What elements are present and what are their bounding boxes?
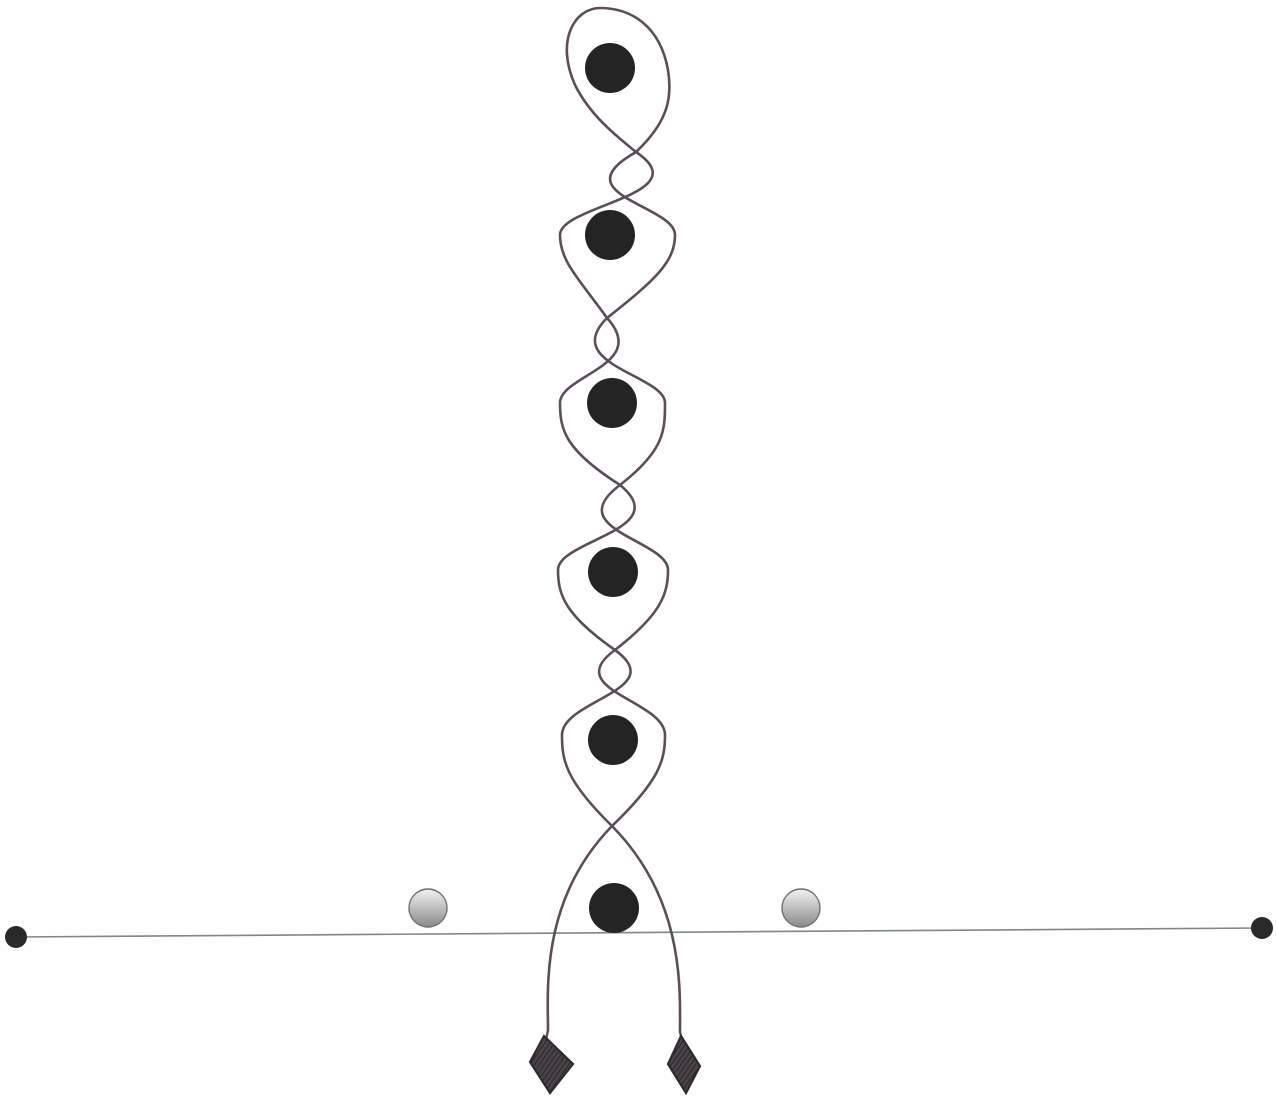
right-marker	[782, 889, 820, 927]
cone-6	[589, 883, 639, 933]
cone-5	[588, 715, 638, 765]
baseline-right-end-dot	[1251, 917, 1273, 939]
left-marker	[409, 889, 447, 927]
baseline-left-end-dot	[5, 926, 27, 948]
baseline	[16, 928, 1262, 937]
cone-3	[587, 378, 637, 428]
cone-2	[585, 210, 635, 260]
cone-4	[588, 547, 638, 597]
right-tail-diamond	[668, 1036, 700, 1093]
strand-a	[548, 8, 680, 1032]
cone-1	[585, 43, 635, 93]
left-tail-diamond	[530, 1036, 573, 1093]
